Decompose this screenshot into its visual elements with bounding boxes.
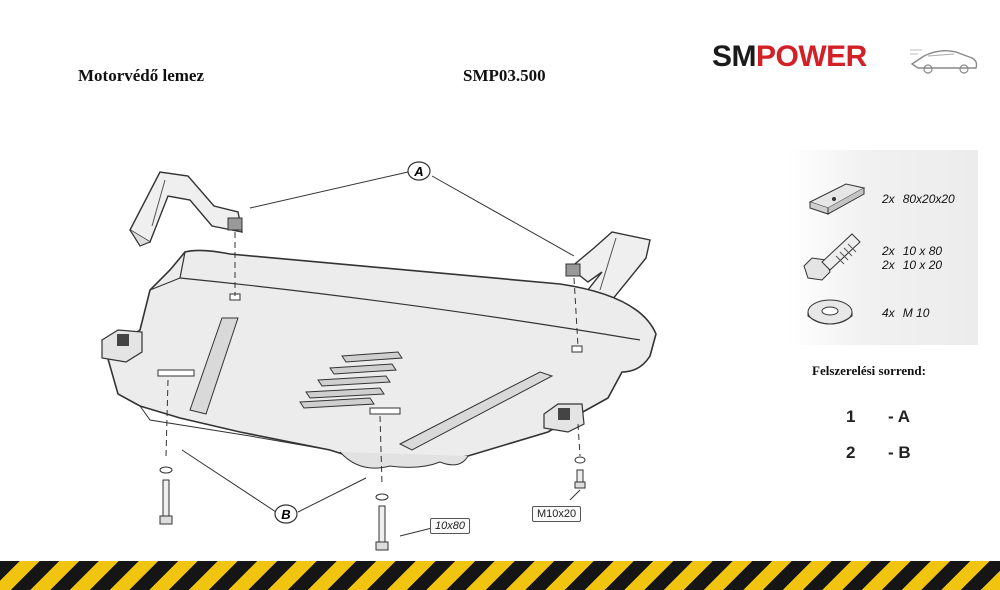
- step-1-label: - A: [888, 407, 911, 426]
- bolt-icon: [803, 233, 861, 281]
- car-silhouette-icon: [910, 49, 978, 74]
- hazard-stripe-band: [0, 561, 1000, 590]
- logo-text-power: POWER: [756, 40, 867, 73]
- step-2-label: - B: [888, 443, 911, 462]
- product-code: SMP03.500: [463, 66, 546, 85]
- install-order-title: Felszerelési sorrend:: [812, 363, 926, 378]
- bracket-a-right: [565, 231, 651, 309]
- bolt-short-label: M10x20: [532, 506, 582, 522]
- callout-a: A: [249, 161, 575, 257]
- brand-logo: SMPOWER: [710, 38, 980, 78]
- mount-block-right: [543, 403, 585, 433]
- mount-block-left: [101, 329, 143, 363]
- bolt-long-left: [159, 466, 173, 525]
- bolt-long-label: 10x80: [430, 518, 470, 534]
- bolt-long-center: [375, 493, 389, 551]
- step-1-number: 1: [846, 407, 856, 426]
- step-2-number: 2: [846, 443, 856, 462]
- bolt-short-right: [574, 456, 586, 489]
- label-a: A: [413, 164, 423, 179]
- label-b: B: [281, 507, 290, 522]
- callout-b: B: [181, 449, 367, 524]
- bracket-icon: [808, 183, 866, 215]
- skid-plate: [105, 249, 657, 469]
- logo-text-sm: SM: [712, 40, 757, 73]
- bracket-a-left: [129, 171, 243, 247]
- product-title: Motorvédő lemez: [78, 66, 205, 85]
- washer-icon: [807, 299, 853, 325]
- exploded-diagram: A B: [101, 161, 657, 551]
